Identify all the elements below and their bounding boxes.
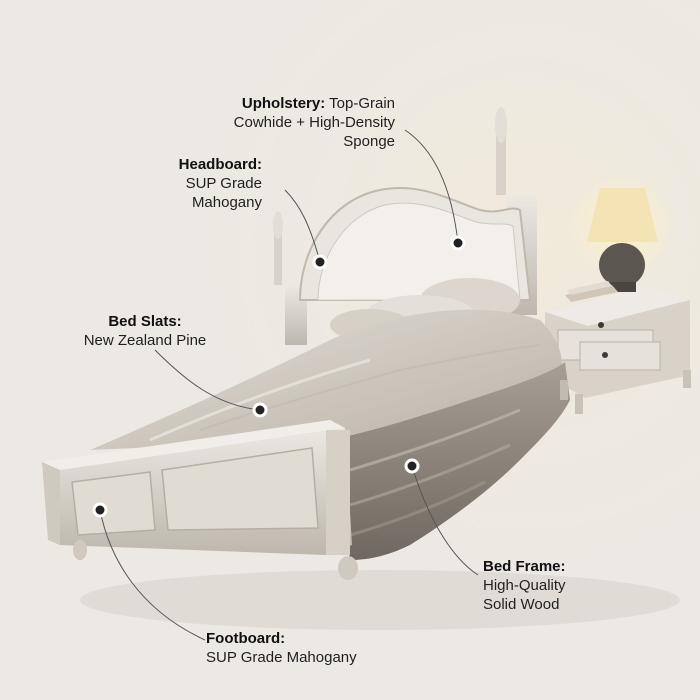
callout-text: Solid Wood (483, 596, 560, 613)
table-lamp (567, 170, 677, 292)
callout-footboard: Footboard: SUP Grade Mahogany (206, 629, 406, 667)
callout-text: Sponge (343, 133, 395, 150)
books (565, 281, 618, 302)
callout-text: Cowhide + High-Density (233, 114, 395, 131)
bed-skirt (330, 362, 570, 560)
callout-title: Bed Frame: (483, 558, 566, 575)
callout-title: Footboard: (206, 630, 286, 647)
callout-headboard: Headboard: SUP Grade Mahogany (100, 155, 262, 212)
callout-title: Upholstery: (241, 95, 326, 112)
callout-text: New Zealand Pine (83, 332, 207, 349)
callout-text: SUP Grade (185, 175, 262, 192)
callout-upholstery: Upholstery: Top-Grain Cowhide + High-Den… (150, 94, 395, 151)
hotspot-bed-slats-icon[interactable] (252, 402, 268, 418)
bed-leg (560, 380, 568, 400)
callout-bed-frame: Bed Frame: High-Quality Solid Wood (483, 557, 643, 614)
footboard (42, 420, 358, 580)
callout-text: Top-Grain (329, 95, 395, 112)
callout-title: Headboard: (178, 156, 262, 173)
callout-text: High-Quality (483, 577, 566, 594)
headboard (298, 187, 532, 301)
hotspot-upholstery-icon[interactable] (450, 235, 466, 251)
hotspots (92, 235, 466, 518)
leader-lines (99, 129, 479, 641)
hotspot-headboard-icon[interactable] (312, 254, 328, 270)
hotspot-bed-frame-icon[interactable] (404, 458, 420, 474)
callout-bed-slats: Bed Slats: New Zealand Pine (60, 312, 230, 350)
nightstand (545, 285, 691, 414)
callout-text: Mahogany (191, 194, 262, 211)
callout-text: SUP Grade Mahogany (206, 649, 357, 666)
hotspot-footboard-icon[interactable] (92, 502, 108, 518)
callout-title: Bed Slats: (108, 313, 182, 330)
